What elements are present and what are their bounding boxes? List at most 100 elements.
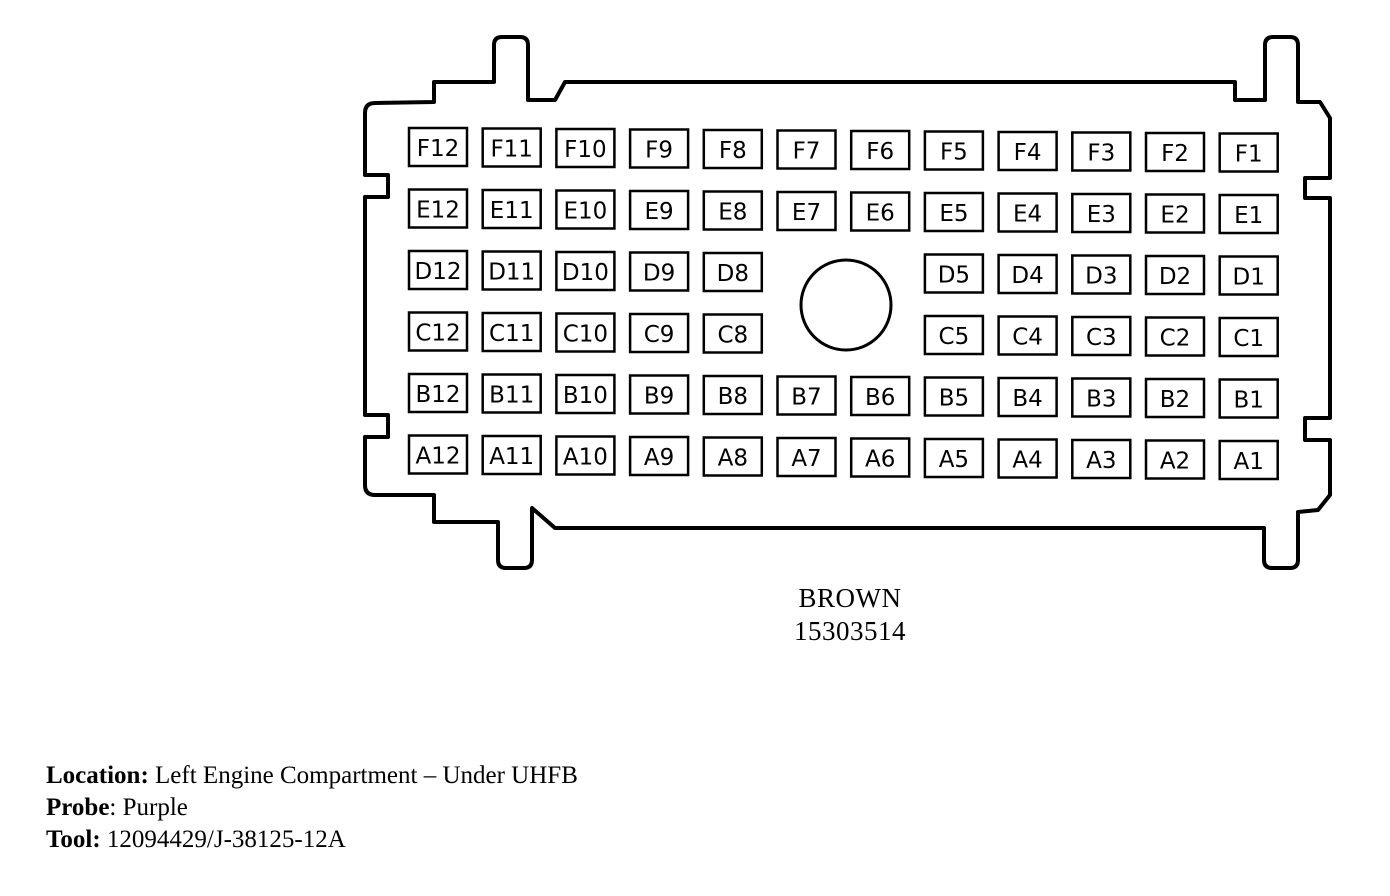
- pin-c9: C9: [628, 312, 690, 354]
- pin-box: [407, 372, 469, 414]
- pin-label: D3: [1085, 264, 1117, 290]
- pin-b5: B5: [923, 376, 985, 417]
- pin-a9: A9: [628, 435, 690, 477]
- pin-d8: D8: [702, 251, 764, 293]
- pin-box: [407, 249, 469, 291]
- pin-label: D9: [643, 261, 675, 287]
- pin-f7: F7: [776, 129, 837, 170]
- pin-c11: C11: [481, 311, 542, 353]
- pin-label: C3: [1086, 325, 1117, 351]
- pin-a1: A1: [1218, 439, 1279, 481]
- pin-a3: A3: [1071, 438, 1132, 480]
- pin-box: [1218, 255, 1279, 296]
- pin-label: A9: [644, 445, 674, 471]
- pin-label: F8: [719, 138, 747, 164]
- pin-d11: D11: [481, 250, 542, 291]
- pin-d3: D3: [1071, 254, 1132, 295]
- pin-box: [481, 434, 542, 476]
- pin-box: [923, 130, 985, 171]
- pin-box: [1071, 131, 1132, 172]
- pin-label: B9: [644, 384, 674, 410]
- pin-b12: B12: [407, 372, 469, 414]
- pin-label: A6: [865, 447, 895, 473]
- pin-label: E7: [792, 200, 821, 226]
- pin-box: [923, 437, 985, 479]
- pin-label: B2: [1160, 387, 1190, 413]
- pin-label: F4: [1014, 140, 1042, 166]
- pin-label: B12: [415, 382, 460, 408]
- pin-box: [997, 315, 1058, 356]
- pin-c8: C8: [702, 313, 764, 354]
- pin-a5: A5: [923, 437, 985, 479]
- pin-label: E10: [563, 199, 607, 225]
- connector-part-number: 15303514: [794, 616, 906, 646]
- pin-label: A5: [939, 447, 969, 473]
- pin-e7: E7: [776, 190, 837, 232]
- pin-label: D1: [1233, 265, 1265, 291]
- pin-label: E9: [645, 199, 674, 225]
- pin-label: F9: [645, 138, 673, 164]
- pin-f9: F9: [628, 128, 690, 169]
- pin-b8: B8: [702, 374, 764, 416]
- pin-box: [628, 189, 690, 231]
- pin-label: A10: [563, 445, 608, 471]
- pin-b7: B7: [776, 375, 837, 416]
- pin-b6: B6: [849, 375, 911, 417]
- pin-e2: E2: [1144, 193, 1206, 234]
- pin-label: A3: [1086, 448, 1116, 474]
- pin-box: [923, 253, 985, 294]
- pin-label: F3: [1087, 141, 1115, 167]
- pin-box: [923, 376, 985, 417]
- pin-box: [1218, 193, 1279, 235]
- pin-box: [849, 437, 911, 478]
- pin-box: [1144, 439, 1206, 480]
- pin-box: [997, 376, 1058, 418]
- pin-b11: B11: [481, 373, 542, 414]
- pin-label: D2: [1159, 264, 1191, 290]
- pin-box: [555, 312, 616, 353]
- tool-line: Tool: 12094429/J-38125-12A: [46, 826, 346, 854]
- pin-label: D10: [562, 260, 609, 286]
- pin-box: [849, 375, 911, 417]
- pin-f2: F2: [1144, 131, 1206, 173]
- pin-label: C5: [939, 324, 970, 350]
- pin-e10: E10: [555, 189, 616, 230]
- pin-f12: F12: [407, 126, 469, 168]
- pin-label: A1: [1234, 449, 1264, 475]
- probe-line: Probe: Purple: [46, 794, 188, 822]
- pin-box: [1218, 132, 1279, 173]
- pin-label: A4: [1012, 448, 1042, 474]
- pin-box: [1144, 131, 1206, 173]
- pin-a6: A6: [849, 437, 911, 478]
- pin-box: [997, 438, 1058, 479]
- pin-e5: E5: [923, 191, 985, 233]
- pin-label: C1: [1233, 326, 1264, 352]
- pin-box: [776, 436, 837, 478]
- pin-b9: B9: [628, 374, 690, 415]
- pin-box: [1144, 316, 1206, 357]
- pin-label: C9: [644, 322, 675, 348]
- pin-box: [1144, 254, 1206, 296]
- connector-color-label: BROWN: [798, 583, 902, 613]
- pin-label: B8: [718, 384, 748, 410]
- pin-box: [628, 128, 690, 169]
- pin-box: [628, 374, 690, 415]
- pin-e4: E4: [997, 192, 1058, 233]
- pin-label: F5: [940, 140, 968, 166]
- pin-box: [555, 189, 616, 230]
- location-line: Location: Left Engine Compartment – Unde…: [46, 762, 578, 790]
- pin-a10: A10: [555, 435, 616, 476]
- pin-label: D5: [938, 263, 970, 289]
- pin-box: [628, 312, 690, 354]
- pin-c2: C2: [1144, 316, 1206, 357]
- pin-e12: E12: [407, 188, 469, 229]
- center-hole: [799, 258, 893, 352]
- pin-e8: E8: [702, 190, 764, 231]
- pin-label: B5: [939, 386, 969, 412]
- pin-label: B7: [791, 385, 821, 411]
- pin-label: F11: [490, 137, 533, 163]
- pin-label: E2: [1160, 203, 1189, 229]
- pin-box: [481, 373, 542, 414]
- location-label: Location:: [46, 762, 149, 789]
